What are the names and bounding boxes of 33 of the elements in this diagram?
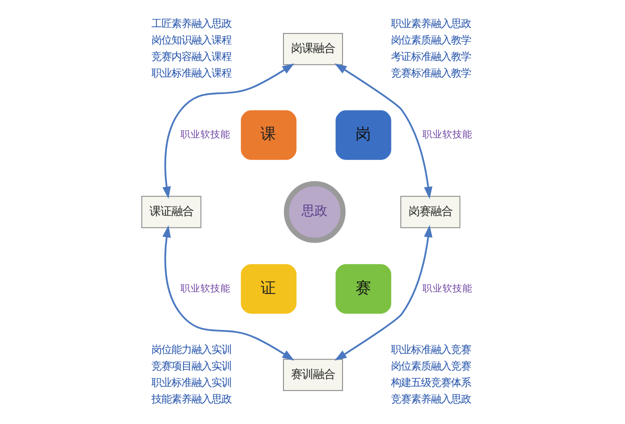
node-box: 岗赛融合 bbox=[400, 196, 460, 228]
node-box: 课证融合 bbox=[140, 196, 201, 228]
node-box: 岗课融合 bbox=[282, 32, 342, 66]
label: 竞赛标准融入教学 bbox=[390, 68, 471, 80]
label: 考证标准融入教学 bbox=[390, 50, 471, 63]
edge-label: 职业软技能 bbox=[422, 283, 472, 294]
node-box: 岗 bbox=[334, 109, 392, 161]
label: 职业标准融入竞赛 bbox=[390, 344, 471, 356]
label: 技能素养融入思政 bbox=[150, 393, 231, 406]
arrow bbox=[334, 63, 432, 199]
label: 岗位素质融入竞赛 bbox=[390, 360, 471, 372]
label: 竞赛项目融入实训 bbox=[150, 360, 231, 372]
label: 职业标准融入实训 bbox=[150, 376, 231, 389]
label: 竞赛素养融入思政 bbox=[390, 393, 471, 406]
label: 岗位知识融入课程 bbox=[150, 34, 231, 46]
label: 岗位素质融入教学 bbox=[390, 34, 471, 46]
label: 工匠素养融入思政 bbox=[150, 18, 231, 30]
label: 职业素养融入思政 bbox=[390, 18, 471, 30]
node-box: 赛 bbox=[334, 263, 392, 315]
node-box: 课 bbox=[240, 109, 297, 161]
arrow bbox=[162, 63, 294, 199]
edge-label: 职业软技能 bbox=[422, 130, 472, 141]
arrow bbox=[334, 225, 432, 361]
label: 构建五级竞赛体系 bbox=[390, 376, 471, 389]
node-box: 赛训融合 bbox=[282, 358, 342, 392]
edge-label: 职业软技能 bbox=[180, 283, 230, 294]
label: 岗位能力融入实训 bbox=[150, 344, 231, 356]
label: 职业标准融入课程 bbox=[150, 68, 231, 80]
node-box: 证 bbox=[240, 263, 297, 315]
arrow bbox=[162, 225, 294, 361]
node-circle: 思政 bbox=[283, 181, 346, 243]
edge-label: 职业软技能 bbox=[180, 130, 230, 141]
label: 竞赛内容融入课程 bbox=[150, 50, 231, 63]
